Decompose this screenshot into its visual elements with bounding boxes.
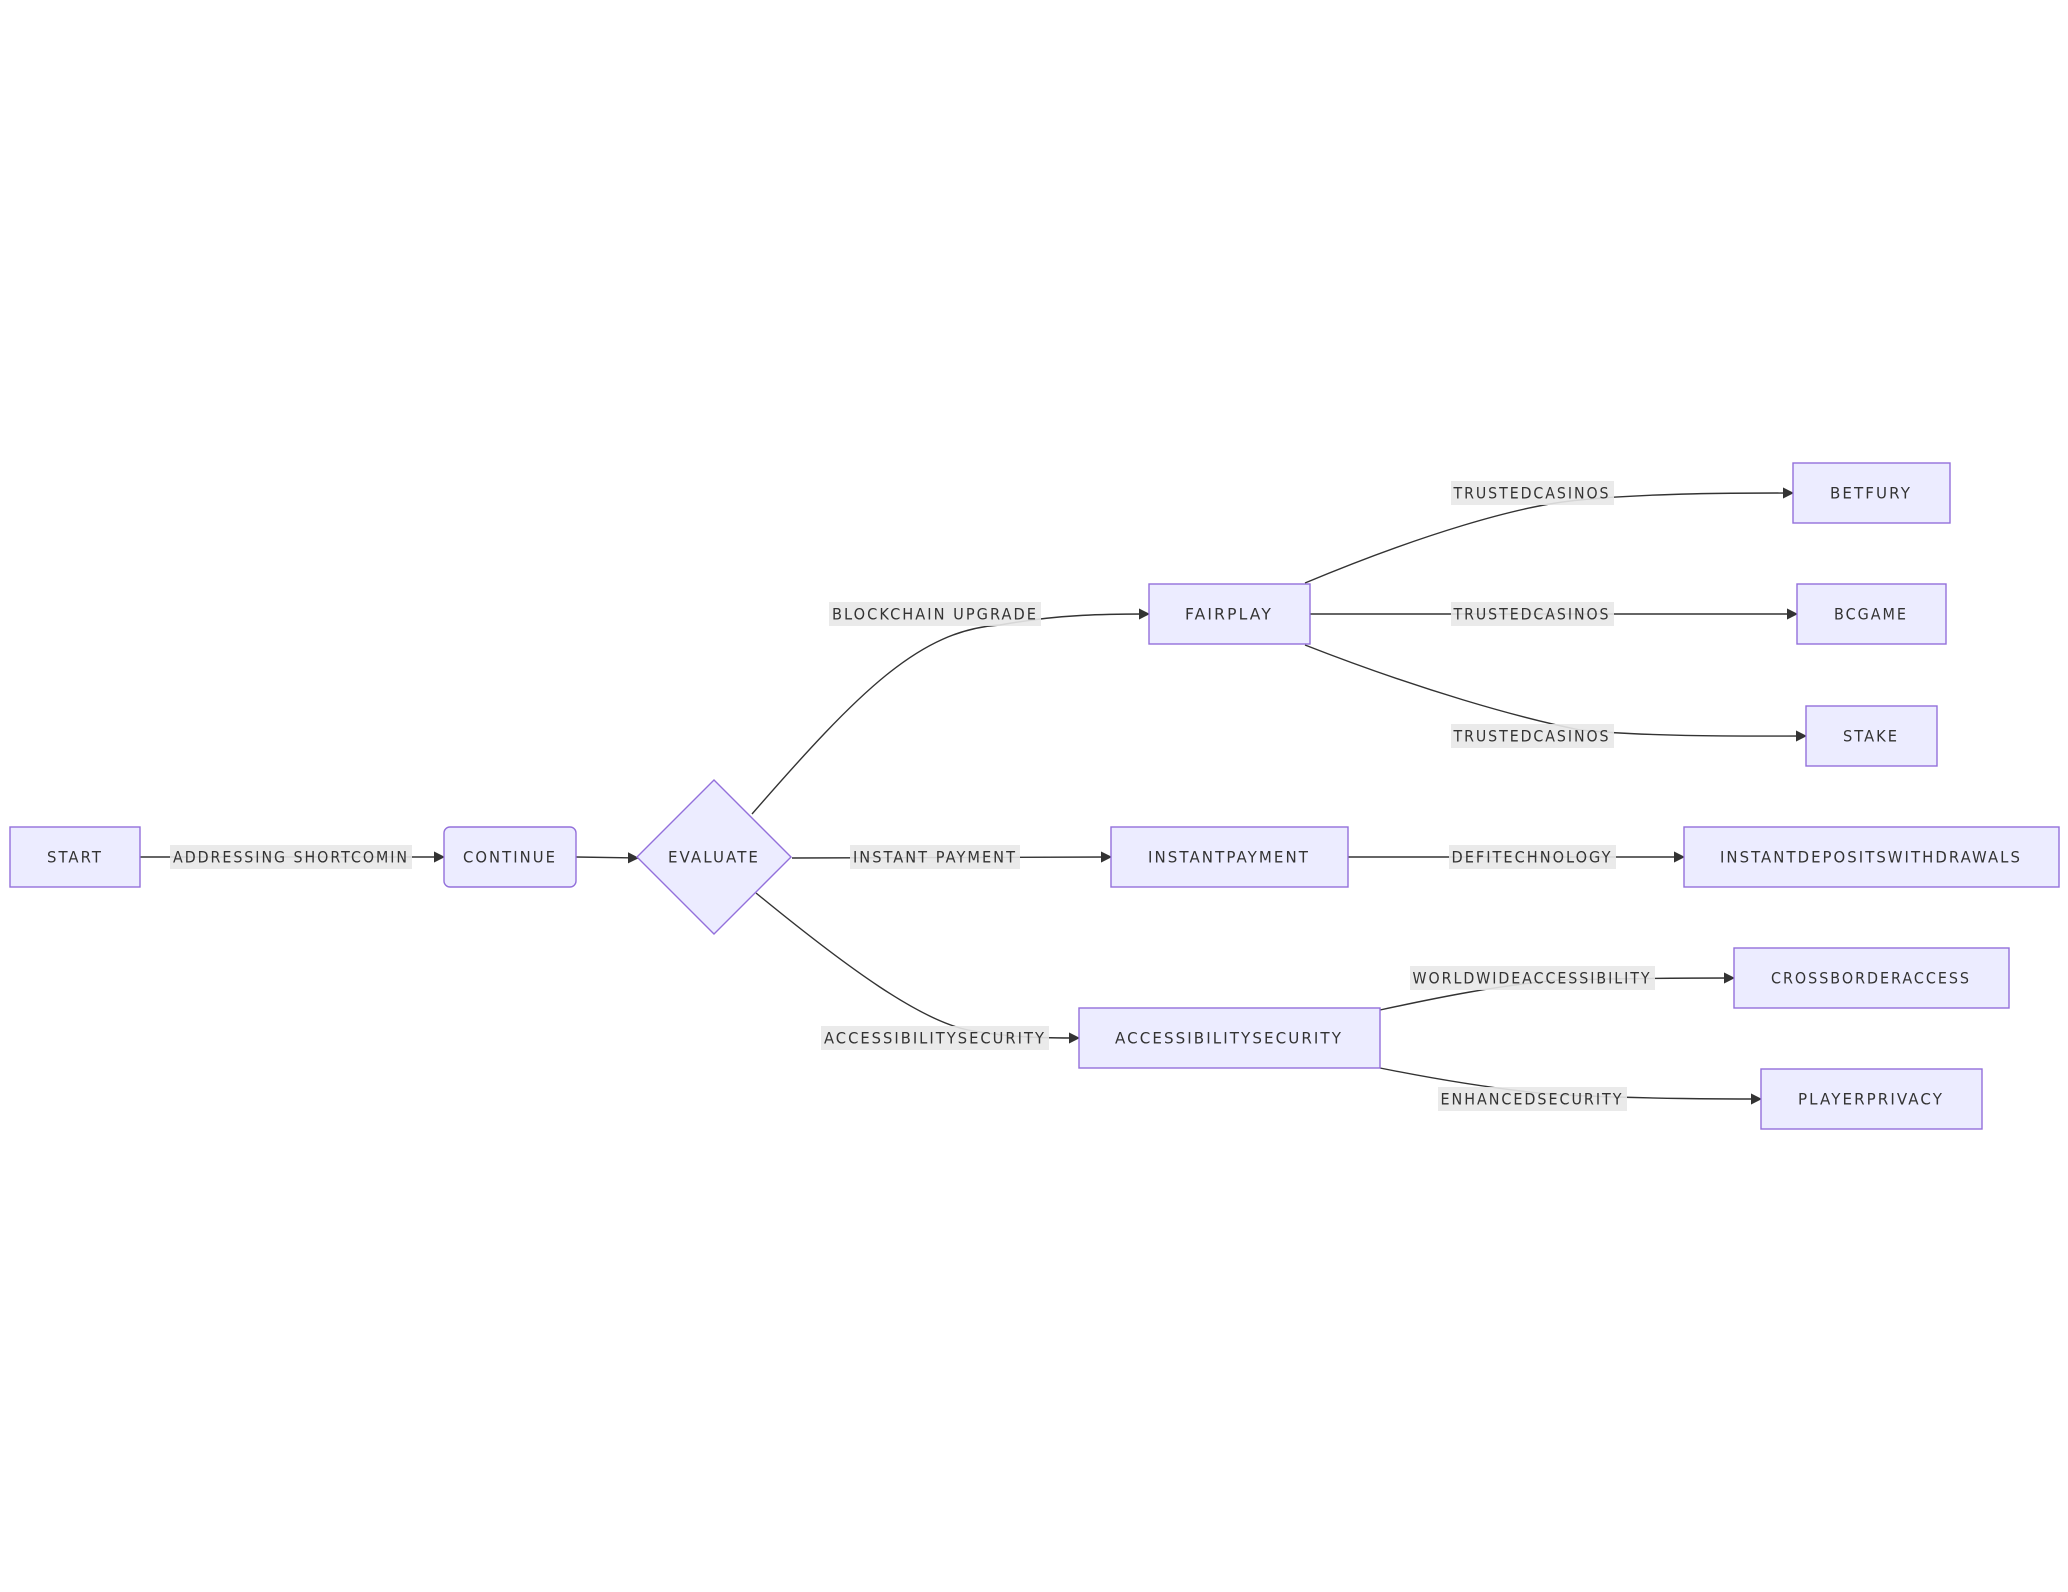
- edge-label-worldwideaccessibility: WORLDWIDEACCESSIBILITY: [1410, 966, 1655, 990]
- edges: [140, 487, 1808, 1105]
- node-label: INSTANTPAYMENT: [1148, 848, 1310, 867]
- edge-label-blockchain-upgrade: BLOCKCHAIN UPGRADE: [829, 602, 1041, 626]
- node-label: INSTANTDEPOSITSWITHDRAWALS: [1720, 848, 2022, 867]
- node-label: PLAYERPRIVACY: [1798, 1090, 1944, 1109]
- edge-label-trustedcasinos-3: TRUSTEDCASINOS: [1451, 724, 1614, 748]
- edge-label-text: ENHANCEDSECURITY: [1441, 1090, 1624, 1109]
- node-instantpayment[interactable]: INSTANTPAYMENT: [1110, 826, 1349, 888]
- edge-labels: ADDRESSING SHORTCOMIN BLOCKCHAIN UPGRADE…: [170, 481, 1655, 1111]
- node-accessibilitysecurity[interactable]: ACCESSIBILITYSECURITY: [1078, 1007, 1381, 1069]
- node-label: ACCESSIBILITYSECURITY: [1115, 1029, 1343, 1048]
- node-label: STAKE: [1843, 727, 1899, 746]
- edge-continue-evaluate: [575, 852, 640, 864]
- node-label: START: [47, 848, 103, 867]
- node-label: CONTINUE: [463, 848, 557, 867]
- node-fairplay[interactable]: FAIRPLAY: [1148, 583, 1311, 645]
- node-label: EVALUATE: [668, 848, 760, 867]
- node-label: CROSSBORDERACCESS: [1771, 969, 1971, 988]
- node-continue[interactable]: CONTINUE: [443, 826, 577, 888]
- edge-label-instant-payment: INSTANT PAYMENT: [850, 845, 1020, 869]
- edge-label-text: TRUSTEDCASINOS: [1453, 605, 1611, 624]
- edge-label-text: WORLDWIDEACCESSIBILITY: [1413, 969, 1652, 988]
- edge-label-trustedcasinos-2: TRUSTEDCASINOS: [1451, 602, 1614, 626]
- node-instantdeposits[interactable]: INSTANTDEPOSITSWITHDRAWALS: [1683, 826, 2060, 888]
- node-betfury[interactable]: BETFURY: [1792, 462, 1951, 524]
- node-label: FAIRPLAY: [1185, 605, 1273, 624]
- node-label: BCGAME: [1834, 605, 1908, 624]
- edge-evaluate-accessibility: [755, 892, 1081, 1044]
- edge-label-defitechnology: DEFITECHNOLOGY: [1449, 845, 1616, 869]
- edge-label-text: INSTANT PAYMENT: [853, 848, 1017, 867]
- edge-label-text: BLOCKCHAIN UPGRADE: [832, 605, 1038, 624]
- edge-evaluate-fairplay: [751, 608, 1151, 815]
- node-bcgame[interactable]: BCGAME: [1796, 583, 1947, 645]
- node-playerprivacy[interactable]: PLAYERPRIVACY: [1760, 1068, 1983, 1130]
- edge-label-text: DEFITECHNOLOGY: [1452, 848, 1613, 867]
- edge-fairplay-stake: [1304, 644, 1808, 742]
- edge-label-text: TRUSTEDCASINOS: [1453, 484, 1611, 503]
- node-evaluate[interactable]: EVALUATE: [636, 779, 792, 935]
- edge-fairplay-betfury: [1304, 487, 1795, 584]
- edge-label-enhancedsecurity: ENHANCEDSECURITY: [1438, 1087, 1627, 1111]
- edge-label-text: ACCESSIBILITYSECURITY: [824, 1029, 1046, 1048]
- node-stake[interactable]: STAKE: [1805, 705, 1938, 767]
- nodes: START CONTINUE EVALUATE FAIRPLAY INSTANT…: [9, 462, 2060, 1130]
- edge-label-addressing: ADDRESSING SHORTCOMIN: [170, 845, 412, 869]
- edge-label-accessibilitysecurity: ACCESSIBILITYSECURITY: [821, 1026, 1049, 1050]
- node-crossborderaccess[interactable]: CROSSBORDERACCESS: [1733, 947, 2010, 1009]
- edge-label-trustedcasinos-1: TRUSTEDCASINOS: [1451, 481, 1614, 505]
- edge-label-text: ADDRESSING SHORTCOMIN: [173, 848, 409, 867]
- node-start[interactable]: START: [9, 826, 141, 888]
- node-label: BETFURY: [1830, 484, 1912, 503]
- edge-label-text: TRUSTEDCASINOS: [1453, 727, 1611, 746]
